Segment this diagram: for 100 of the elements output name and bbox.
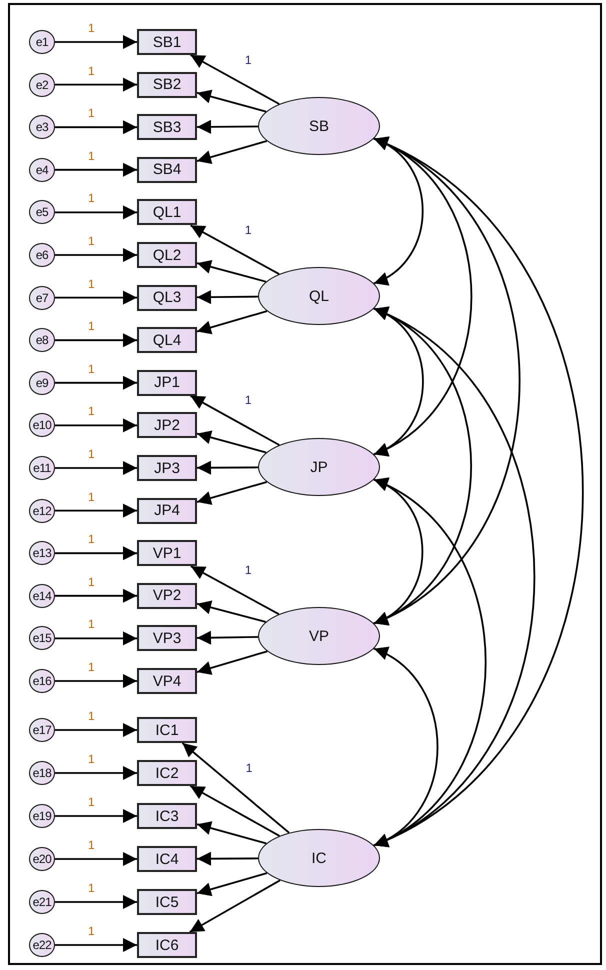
arrow: [196, 260, 266, 283]
arrow: [55, 588, 137, 603]
edge-label: 1: [88, 753, 95, 765]
indicator-box: IC5: [137, 889, 197, 915]
double-headed-arrow: [374, 478, 424, 624]
indicator-box: JP2: [137, 412, 197, 438]
edge-label: 1: [88, 839, 95, 851]
error-circle: e21: [29, 890, 55, 914]
arrow: [196, 140, 268, 164]
edge-label: 1: [88, 405, 95, 418]
edge-label: 1: [88, 64, 95, 77]
error-circle: e14: [29, 584, 55, 608]
arrow: [196, 430, 266, 454]
arrow: [197, 120, 258, 134]
double-headed-arrow: [374, 138, 424, 284]
arrow: [55, 248, 137, 262]
arrow: [55, 809, 137, 823]
indicator-box: JP1: [137, 370, 197, 396]
indicator-box: IC2: [137, 760, 197, 786]
arrow: [55, 546, 137, 560]
indicator-box: JP4: [137, 498, 197, 524]
arrow: [182, 742, 290, 834]
error-circle: e17: [29, 718, 55, 742]
error-circle: e8: [29, 328, 55, 352]
arrow: [55, 766, 137, 780]
edge-label: 1: [88, 22, 95, 34]
arrow: [197, 852, 258, 866]
arrow: [190, 54, 280, 105]
arrow: [189, 880, 280, 933]
error-circle: e16: [29, 669, 55, 693]
edge-label: 1: [88, 448, 95, 460]
indicator-box: IC3: [137, 803, 197, 829]
edge-label: 1: [88, 278, 95, 290]
indicator-box: IC6: [137, 932, 197, 958]
indicator-box: IC4: [137, 846, 197, 872]
error-circle: e9: [29, 370, 55, 395]
edge-label: 1: [244, 564, 252, 576]
double-headed-arrow: [374, 308, 536, 846]
arrow: [196, 872, 268, 896]
error-circle: e12: [29, 498, 55, 523]
error-circle: e15: [29, 626, 55, 650]
error-circle: e2: [29, 72, 55, 97]
arrow: [196, 821, 266, 844]
error-circle: e18: [29, 761, 55, 785]
error-circle: e1: [29, 30, 55, 54]
error-circle: e3: [29, 115, 55, 140]
arrow: [196, 600, 266, 623]
edge-label: 1: [244, 54, 252, 66]
edge-label: 1: [88, 107, 95, 120]
arrow: [190, 224, 280, 275]
indicator-box: SB3: [137, 114, 197, 140]
error-circle: e11: [29, 456, 55, 480]
double-headed-arrow: [374, 648, 438, 846]
arrow: [196, 630, 258, 645]
edge-label: 1: [88, 150, 95, 162]
latent-ellipse: VP: [258, 607, 380, 665]
arrow: [55, 205, 137, 220]
edge-label: 1: [88, 925, 95, 937]
arrow: [196, 310, 268, 334]
arrow: [55, 461, 137, 475]
error-circle: e5: [29, 200, 55, 224]
arrow: [55, 162, 137, 177]
indicator-box: SB4: [137, 156, 197, 183]
indicator-box: VP1: [137, 540, 197, 566]
indicator-box: QL3: [137, 284, 197, 311]
edge-label: 1: [88, 362, 95, 375]
edge-label: 1: [88, 661, 95, 673]
indicator-box: JP3: [137, 455, 197, 481]
edge-label: 1: [88, 710, 95, 722]
edge-label: 1: [88, 533, 95, 546]
indicator-box: IC1: [137, 717, 197, 743]
indicator-box: SB1: [137, 29, 197, 55]
edge-label: 1: [244, 394, 252, 406]
arrow: [190, 785, 280, 837]
edge-label: 1: [88, 235, 95, 247]
edge-label: 1: [88, 320, 95, 332]
edge-label: 1: [88, 490, 95, 503]
double-headed-arrow: [374, 308, 424, 456]
arrow: [55, 504, 137, 518]
indicator-box: QL4: [137, 327, 197, 354]
error-circle: e20: [29, 847, 55, 871]
edge-label: 1: [88, 192, 95, 204]
arrow: [55, 333, 137, 348]
arrow: [55, 290, 137, 305]
edge-label: 1: [244, 224, 252, 236]
edge-label: 1: [246, 762, 252, 774]
indicator-box: QL1: [137, 199, 197, 226]
error-circle: e10: [29, 413, 55, 438]
latent-ellipse: JP: [258, 438, 380, 496]
arrow: [196, 650, 268, 675]
arrow: [55, 376, 137, 390]
edge-label: 1: [88, 618, 95, 630]
arrow: [55, 78, 137, 92]
error-circle: e7: [29, 286, 55, 310]
indicator-box: QL2: [137, 242, 197, 268]
arrow: [190, 395, 280, 446]
error-circle: e13: [29, 541, 55, 566]
arrow: [55, 938, 137, 952]
arrow: [55, 631, 137, 646]
arrow: [197, 290, 258, 304]
